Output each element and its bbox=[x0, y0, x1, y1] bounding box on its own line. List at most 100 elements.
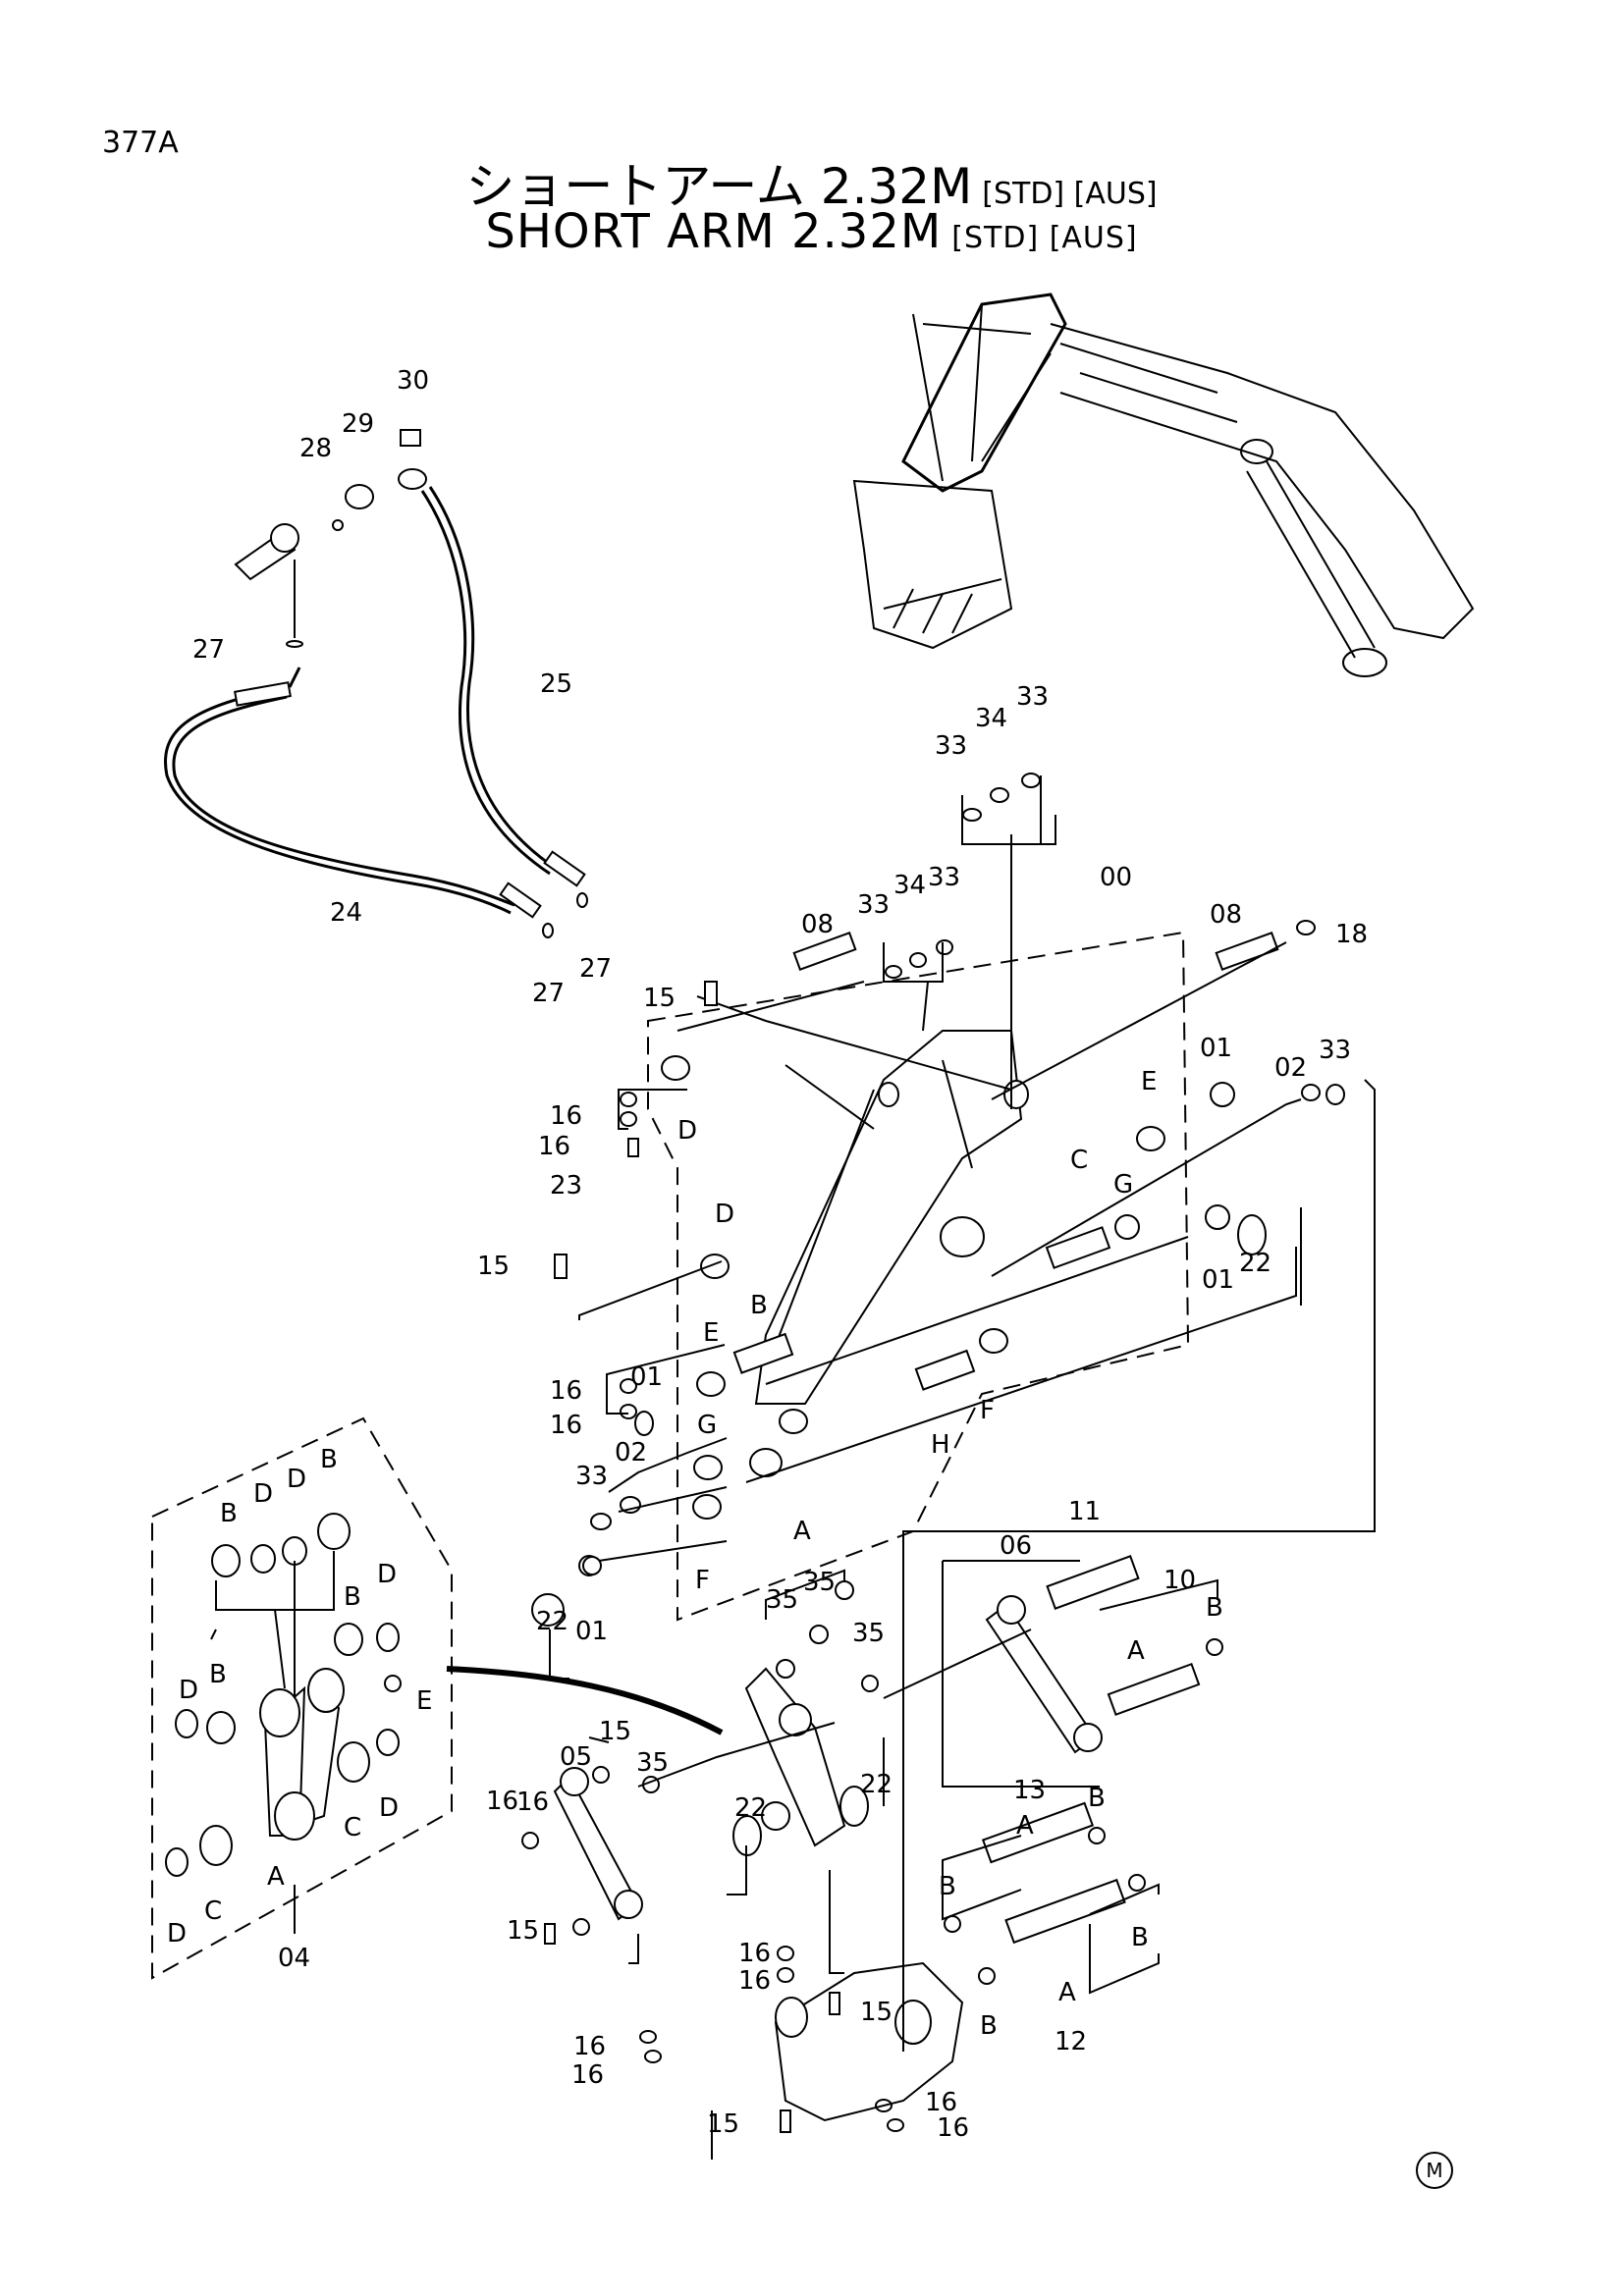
callout-label: G bbox=[1113, 1170, 1133, 1200]
callout-label: B bbox=[1131, 1923, 1149, 1952]
callout-label: 16 bbox=[538, 1132, 570, 1161]
callout-label: E bbox=[1141, 1067, 1157, 1096]
leader-lines bbox=[210, 775, 1376, 2160]
callout-label: D bbox=[253, 1479, 273, 1509]
callout-label: A bbox=[1058, 1978, 1076, 2007]
callout-label: 16 bbox=[738, 1966, 771, 1996]
callout-label: 25 bbox=[540, 669, 572, 699]
callout-label: D bbox=[167, 1919, 187, 1949]
callout-label: 22 bbox=[734, 1793, 767, 1823]
callout-label: 24 bbox=[330, 898, 362, 928]
callout-label: 15 bbox=[860, 1998, 893, 2027]
callout-label: D bbox=[379, 1793, 399, 1823]
callout-label: 33 bbox=[1016, 682, 1049, 712]
callout-label: 33 bbox=[1319, 1036, 1351, 1065]
page-number: 377A bbox=[102, 126, 179, 160]
callout-label: 16 bbox=[925, 2088, 957, 2117]
callout-label: D bbox=[377, 1560, 397, 1589]
callout-label: 29 bbox=[342, 409, 374, 439]
link-group-04 bbox=[151, 1416, 724, 1980]
callout-label: 33 bbox=[857, 890, 890, 920]
callout-label: A bbox=[1016, 1811, 1034, 1841]
callout-label: 30 bbox=[397, 366, 429, 396]
callout-label: 35 bbox=[803, 1568, 836, 1597]
callout-label: G bbox=[697, 1411, 717, 1440]
title-jp-text: ショートアーム 2.32M bbox=[465, 158, 973, 215]
callout-label: B bbox=[344, 1582, 361, 1612]
callout-label: H bbox=[931, 1430, 950, 1460]
callout-label: B bbox=[980, 2011, 998, 2041]
callout-label: 16 bbox=[738, 1939, 771, 1968]
callout-label: 16 bbox=[573, 2032, 606, 2061]
callout-label: 15 bbox=[707, 2109, 739, 2139]
callout-label: 33 bbox=[928, 863, 960, 892]
callout-label: 33 bbox=[575, 1462, 608, 1491]
callout-label: D bbox=[287, 1465, 306, 1494]
callout-label: 34 bbox=[893, 871, 926, 900]
callout-label: F bbox=[695, 1566, 710, 1595]
callout-label: E bbox=[416, 1686, 432, 1716]
callout-label: 15 bbox=[643, 984, 676, 1013]
callout-label: 12 bbox=[1055, 2027, 1087, 2056]
link-parts bbox=[521, 1555, 1223, 2133]
pins-and-bushings bbox=[531, 773, 1345, 1627]
callout-label: 16 bbox=[550, 1376, 582, 1406]
callout-label: 15 bbox=[507, 1916, 539, 1946]
callout-label: 22 bbox=[1239, 1249, 1271, 1278]
callout-label: 16 bbox=[571, 2060, 604, 2090]
callout-label: B bbox=[209, 1660, 227, 1689]
title-japanese: ショートアーム 2.32M [STD] [AUS] bbox=[0, 147, 1623, 218]
callout-label: D bbox=[715, 1200, 734, 1229]
callout-label: 27 bbox=[192, 635, 225, 665]
callout-label: 01 bbox=[575, 1617, 608, 1646]
callout-label: B bbox=[939, 1872, 956, 1901]
callout-label: B bbox=[320, 1445, 338, 1474]
callout-label: 28 bbox=[299, 434, 332, 463]
callout-label: 16 bbox=[550, 1411, 582, 1440]
callout-label: 27 bbox=[579, 954, 612, 984]
callout-label: 08 bbox=[801, 910, 834, 939]
callout-label: 04 bbox=[278, 1944, 310, 1973]
callout-label: 01 bbox=[1200, 1034, 1232, 1063]
callout-label: C bbox=[1070, 1146, 1088, 1175]
callout-label: 35 bbox=[766, 1585, 798, 1615]
callout-label: 23 bbox=[550, 1171, 582, 1201]
callout-label: 27 bbox=[532, 979, 565, 1008]
callout-label: A bbox=[793, 1517, 811, 1546]
callout-label: 33 bbox=[935, 731, 967, 761]
callout-label: 01 bbox=[1202, 1265, 1234, 1295]
callout-label: 10 bbox=[1163, 1566, 1196, 1595]
callout-label: B bbox=[1088, 1784, 1106, 1813]
callout-label: C bbox=[344, 1813, 361, 1842]
callout-label: 16 bbox=[516, 1788, 549, 1817]
hose-assembly bbox=[164, 429, 588, 938]
callout-label: 08 bbox=[1210, 900, 1242, 930]
callout-label: 02 bbox=[615, 1438, 647, 1468]
callout-label: B bbox=[750, 1291, 768, 1320]
callout-label: A bbox=[1127, 1636, 1145, 1666]
callout-label: 35 bbox=[852, 1619, 885, 1648]
callout-label: 15 bbox=[599, 1717, 631, 1746]
callout-label: B bbox=[1206, 1593, 1223, 1623]
title-en-tags: [STD] [AUS] bbox=[951, 221, 1138, 255]
callout-label: F bbox=[980, 1396, 995, 1425]
title-english: SHORT ARM 2.32M[STD] [AUS] bbox=[0, 204, 1623, 259]
callout-label: D bbox=[677, 1116, 697, 1146]
callout-labels: 30 29 28 27 25 24 27 27 33 34 33 33 34 3… bbox=[167, 366, 1368, 2143]
callout-label: 01 bbox=[630, 1362, 663, 1392]
callout-label: 16 bbox=[937, 2113, 969, 2143]
callout-label: 05 bbox=[560, 1742, 592, 1772]
title-jp-tags: [STD] [AUS] bbox=[982, 177, 1158, 211]
callout-label: 22 bbox=[860, 1770, 893, 1799]
callout-label: C bbox=[204, 1896, 222, 1926]
callout-label: 34 bbox=[975, 704, 1007, 733]
callout-label: 35 bbox=[636, 1748, 669, 1778]
callout-label: 16 bbox=[550, 1101, 582, 1131]
callout-label: B bbox=[220, 1499, 238, 1528]
callout-label: 02 bbox=[1274, 1053, 1307, 1083]
copyright-mark: M bbox=[1416, 2152, 1453, 2189]
callout-label: E bbox=[703, 1318, 719, 1348]
arm-assembly bbox=[647, 931, 1190, 1622]
title-en-text: SHORT ARM 2.32M bbox=[485, 204, 943, 259]
